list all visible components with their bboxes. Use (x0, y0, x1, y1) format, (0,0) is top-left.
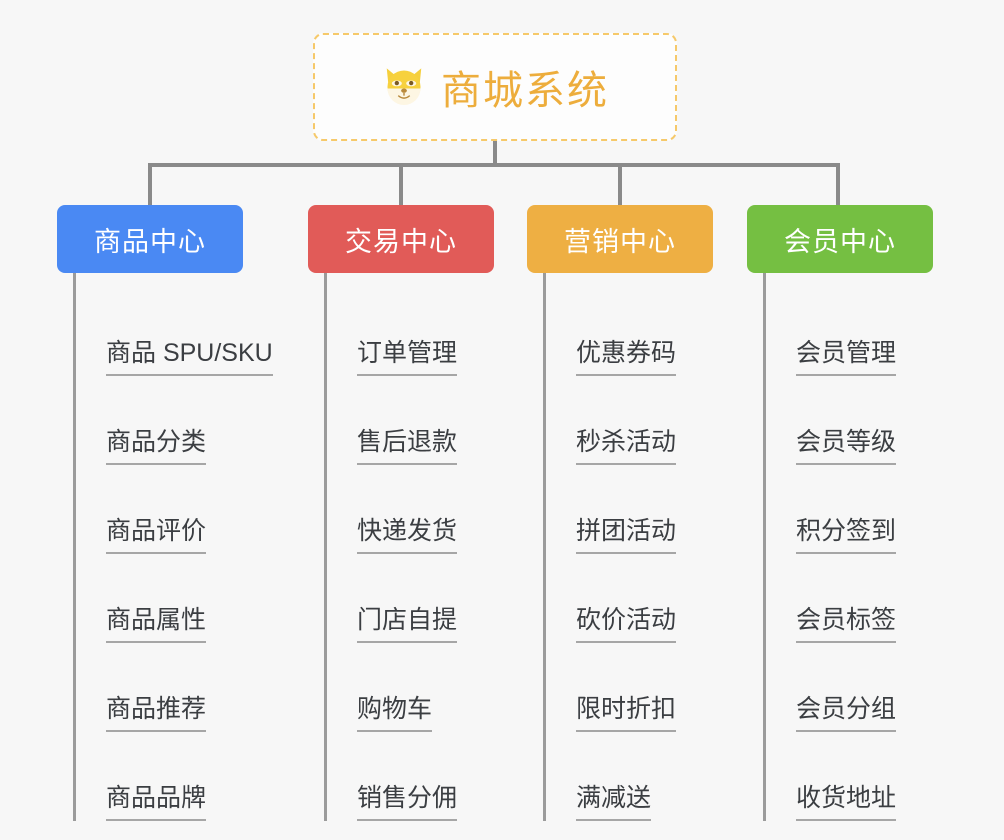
branch-column-3: 营销中心 优惠券码 秒杀活动 拼团活动 砍价活动 限时折扣 满减送 (527, 205, 713, 821)
branch-header-4[interactable]: 会员中心 (747, 205, 933, 273)
list-item[interactable]: 收货地址 (766, 732, 933, 821)
list-item[interactable]: 售后退款 (327, 376, 494, 465)
list-item[interactable]: 拼团活动 (546, 465, 713, 554)
list-item[interactable]: 会员等级 (766, 376, 933, 465)
item-label: 砍价活动 (576, 607, 677, 643)
item-label: 商品评价 (106, 518, 207, 554)
list-item[interactable]: 秒杀活动 (546, 376, 713, 465)
list-item[interactable]: 优惠券码 (546, 287, 713, 376)
list-item[interactable]: 商品 SPU/SKU (76, 287, 273, 376)
item-label: 商品品牌 (106, 785, 207, 821)
trunk-drop-connector-1 (148, 163, 152, 205)
item-label: 门店自提 (357, 607, 458, 643)
item-label: 秒杀活动 (576, 429, 677, 465)
list-item[interactable]: 满减送 (546, 732, 713, 821)
list-item[interactable]: 快递发货 (327, 465, 494, 554)
list-item[interactable]: 商品评价 (76, 465, 243, 554)
item-label: 优惠券码 (576, 340, 677, 376)
dog-face-icon (381, 64, 427, 110)
item-label: 快递发货 (357, 518, 458, 554)
trunk-drop-connector-2 (399, 163, 403, 205)
item-label: 满减送 (576, 785, 652, 821)
list-item[interactable]: 商品推荐 (76, 643, 243, 732)
branch-items-2: 订单管理 售后退款 快递发货 门店自提 购物车 销售分佣 (324, 273, 494, 821)
item-label: 商品属性 (106, 607, 207, 643)
item-label: 会员标签 (796, 607, 897, 643)
trunk-horizontal-connector (148, 163, 840, 167)
list-item[interactable]: 商品分类 (76, 376, 243, 465)
root-node[interactable]: 商城系统 (313, 33, 677, 141)
branch-header-1[interactable]: 商品中心 (57, 205, 243, 273)
list-item[interactable]: 会员分组 (766, 643, 933, 732)
item-label: 收货地址 (796, 785, 897, 821)
list-item[interactable]: 会员管理 (766, 287, 933, 376)
item-label: 会员管理 (796, 340, 897, 376)
trunk-vertical-connector (493, 141, 497, 165)
list-item[interactable]: 商品属性 (76, 554, 243, 643)
list-item[interactable]: 门店自提 (327, 554, 494, 643)
branch-items-4: 会员管理 会员等级 积分签到 会员标签 会员分组 收货地址 (763, 273, 933, 821)
branch-column-1: 商品中心 商品 SPU/SKU 商品分类 商品评价 商品属性 商品推荐 商品品牌 (57, 205, 273, 821)
list-item[interactable]: 订单管理 (327, 287, 494, 376)
branch-items-1: 商品 SPU/SKU 商品分类 商品评价 商品属性 商品推荐 商品品牌 (73, 273, 273, 821)
item-label: 商品推荐 (106, 696, 207, 732)
branch-header-2[interactable]: 交易中心 (308, 205, 494, 273)
item-label: 拼团活动 (576, 518, 677, 554)
list-item[interactable]: 积分签到 (766, 465, 933, 554)
list-item[interactable]: 购物车 (327, 643, 494, 732)
list-item[interactable]: 限时折扣 (546, 643, 713, 732)
item-label: 限时折扣 (576, 696, 677, 732)
item-label: 订单管理 (357, 340, 458, 376)
branch-column-4: 会员中心 会员管理 会员等级 积分签到 会员标签 会员分组 收货地址 (747, 205, 933, 821)
item-label: 售后退款 (357, 429, 458, 465)
item-label: 商品 SPU/SKU (106, 340, 273, 376)
item-label: 商品分类 (106, 429, 207, 465)
list-item[interactable]: 会员标签 (766, 554, 933, 643)
list-item[interactable]: 砍价活动 (546, 554, 713, 643)
item-label: 销售分佣 (357, 785, 458, 821)
root-title: 商城系统 (441, 69, 609, 113)
list-item[interactable]: 销售分佣 (327, 732, 494, 821)
branch-column-2: 交易中心 订单管理 售后退款 快递发货 门店自提 购物车 销售分佣 (308, 205, 494, 821)
branch-header-3[interactable]: 营销中心 (527, 205, 713, 273)
branch-items-3: 优惠券码 秒杀活动 拼团活动 砍价活动 限时折扣 满减送 (543, 273, 713, 821)
item-label: 积分签到 (796, 518, 897, 554)
list-item[interactable]: 商品品牌 (76, 732, 243, 821)
item-label: 会员分组 (796, 696, 897, 732)
trunk-drop-connector-3 (618, 163, 622, 205)
item-label: 购物车 (357, 696, 433, 732)
trunk-drop-connector-4 (836, 163, 840, 205)
item-label: 会员等级 (796, 429, 897, 465)
